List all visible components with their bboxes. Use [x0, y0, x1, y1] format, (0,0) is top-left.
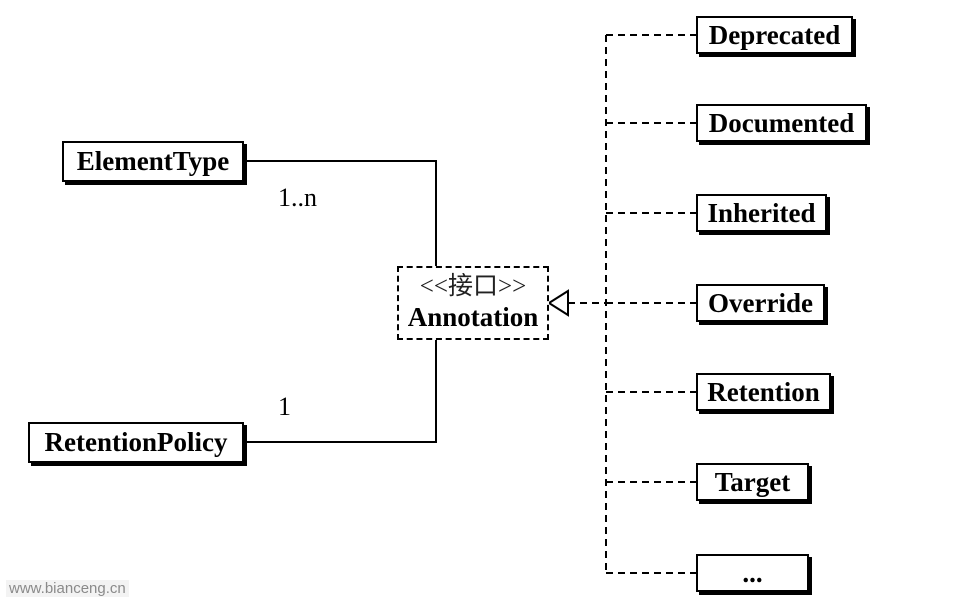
annotation-target-class: Target: [696, 463, 809, 501]
realization-arrowhead: [547, 289, 569, 317]
annotation-deprecated-label: Deprecated: [708, 19, 841, 50]
retention-policy-label: RetentionPolicy: [44, 427, 228, 457]
annotation-more-label: ...: [742, 557, 763, 588]
retention-policy-multiplicity: 1: [278, 392, 291, 421]
retention-policy-class: RetentionPolicy: [28, 422, 244, 463]
annotation-more-class: ...: [696, 554, 809, 592]
interface-stereotype: <<接口>>: [419, 273, 527, 300]
annotation-interface: <<接口>> Annotation: [397, 266, 549, 340]
annotation-override-label: Override: [708, 287, 813, 318]
annotation-inherited-class: Inherited: [696, 194, 827, 232]
annotation-documented-class: Documented: [696, 104, 867, 142]
annotation-override-class: Override: [696, 284, 825, 322]
annotation-target-label: Target: [714, 466, 791, 497]
element-type-class: ElementType: [62, 141, 244, 182]
annotation-retention-label: Retention: [707, 376, 820, 407]
retention-policy-association: [244, 340, 437, 443]
annotation-documented-label: Documented: [708, 107, 855, 138]
element-type-label: ElementType: [76, 146, 230, 176]
interface-name: Annotation: [407, 302, 539, 332]
element-type-multiplicity: 1..n: [278, 183, 317, 212]
annotation-inherited-label: Inherited: [707, 197, 816, 228]
annotation-retention-class: Retention: [696, 373, 831, 411]
watermark: www.bianceng.cn: [6, 580, 129, 597]
annotation-deprecated-class: Deprecated: [696, 16, 853, 54]
element-type-association: [244, 160, 437, 266]
